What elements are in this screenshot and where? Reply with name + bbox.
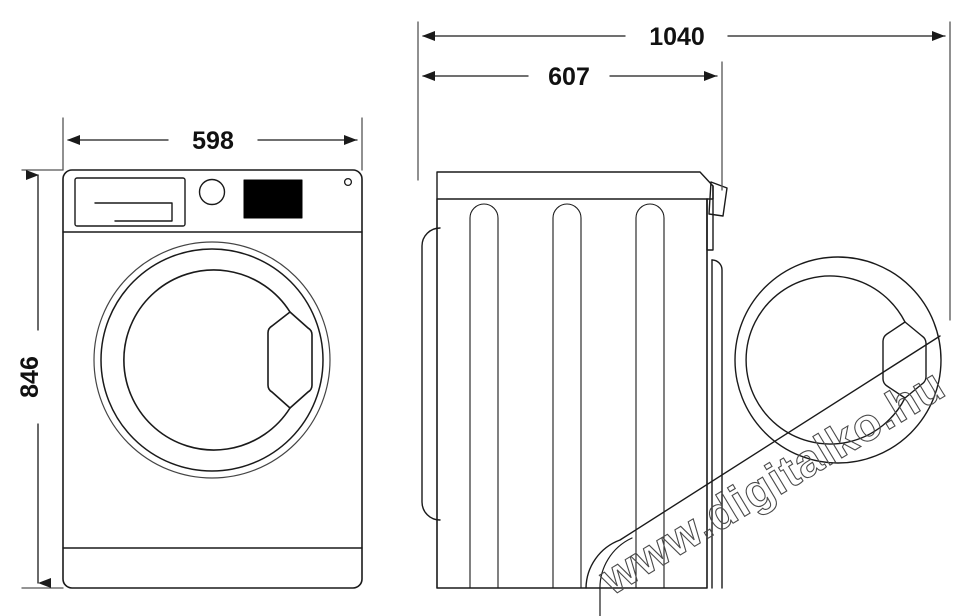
side-rib-1 xyxy=(469,203,499,589)
side-rear-panel-edge xyxy=(711,259,723,589)
detergent-drawer xyxy=(74,177,186,227)
side-rear-upper-edge xyxy=(706,185,714,251)
door-middle-ring xyxy=(100,248,324,472)
open-door-inner-ring xyxy=(745,275,906,445)
open-door-outer-ring xyxy=(734,256,942,464)
display-screen xyxy=(243,179,303,219)
side-cabinet-outline xyxy=(436,198,708,589)
dimension-label-1040: 1040 xyxy=(649,23,705,51)
door-outer-ring xyxy=(93,241,331,479)
side-door-edge-profile xyxy=(421,227,441,521)
side-door-swing-sweep-inner xyxy=(599,537,633,616)
open-door-handle-recess xyxy=(904,321,927,399)
dimension-label-846: 846 xyxy=(16,356,44,398)
dimension-label-598: 598 xyxy=(192,127,234,155)
dimension-labels: 598 846 1040 607 xyxy=(16,23,705,398)
watermark: www.digitalko.hu xyxy=(589,357,954,605)
watermark-text: www.digitalko.hu xyxy=(590,358,954,605)
side-rib-3 xyxy=(635,203,665,589)
door-handle-recess xyxy=(289,311,313,409)
side-rib-2 xyxy=(552,203,582,589)
indicator-led xyxy=(343,177,353,187)
dimension-label-607: 607 xyxy=(548,63,590,91)
side-view xyxy=(421,171,942,616)
dimension-lines xyxy=(21,21,951,589)
front-view xyxy=(62,169,363,589)
side-top-lid-strip xyxy=(436,171,714,200)
door-glass xyxy=(123,269,291,451)
front-cabinet-outline xyxy=(62,169,363,589)
selector-knob xyxy=(198,178,226,206)
side-door-swing-sweep xyxy=(585,335,941,589)
detergent-drawer-handle-icon xyxy=(94,202,173,222)
